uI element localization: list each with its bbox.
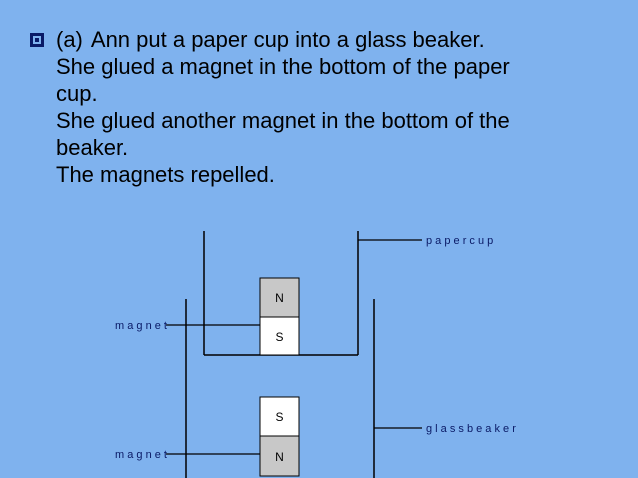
- bullet-line-4: She glued another magnet in the bottom o…: [56, 108, 510, 133]
- paper-cup-label: p a p e r c u p: [426, 235, 493, 247]
- lower-magnet-south-block: [259, 396, 300, 437]
- bullet-line-6: The magnets repelled.: [56, 162, 275, 187]
- bullet-text: (a) Ann put a paper cup into a glass beak…: [56, 26, 616, 188]
- bullet-line-5: beaker.: [56, 135, 129, 160]
- upper-magnet-top-pole: N: [275, 291, 284, 305]
- upper-magnet-south-block: [259, 316, 300, 356]
- lower-magnet-top-pole: S: [275, 410, 283, 424]
- upper-magnet: N S: [259, 277, 300, 356]
- upper-magnet-bottom-pole: S: [275, 330, 283, 344]
- lower-magnet-bottom-pole: N: [275, 450, 284, 464]
- bullet-line-3: cup.: [56, 81, 98, 106]
- bullet-line-1-text: Ann put a paper cup into a glass beaker.: [90, 27, 485, 52]
- bullet-tag: (a): [56, 27, 83, 52]
- glass-beaker-label: g l a s s b e a k e r: [426, 423, 516, 435]
- lower-magnet-north-block: [259, 435, 300, 477]
- square-bullet-icon: [30, 33, 44, 47]
- magnet-bottom-label: m a g n e t: [115, 449, 167, 461]
- bullet-line-2: She glued a magnet in the bottom of the …: [56, 54, 510, 79]
- glass-beaker: [185, 299, 375, 478]
- magnet-top-label: m a g n e t: [115, 320, 167, 332]
- leader-lines: [166, 239, 422, 455]
- lower-magnet: S N: [259, 396, 300, 477]
- bullet-line-1: (a) Ann put a paper cup into a glass beak…: [56, 26, 616, 53]
